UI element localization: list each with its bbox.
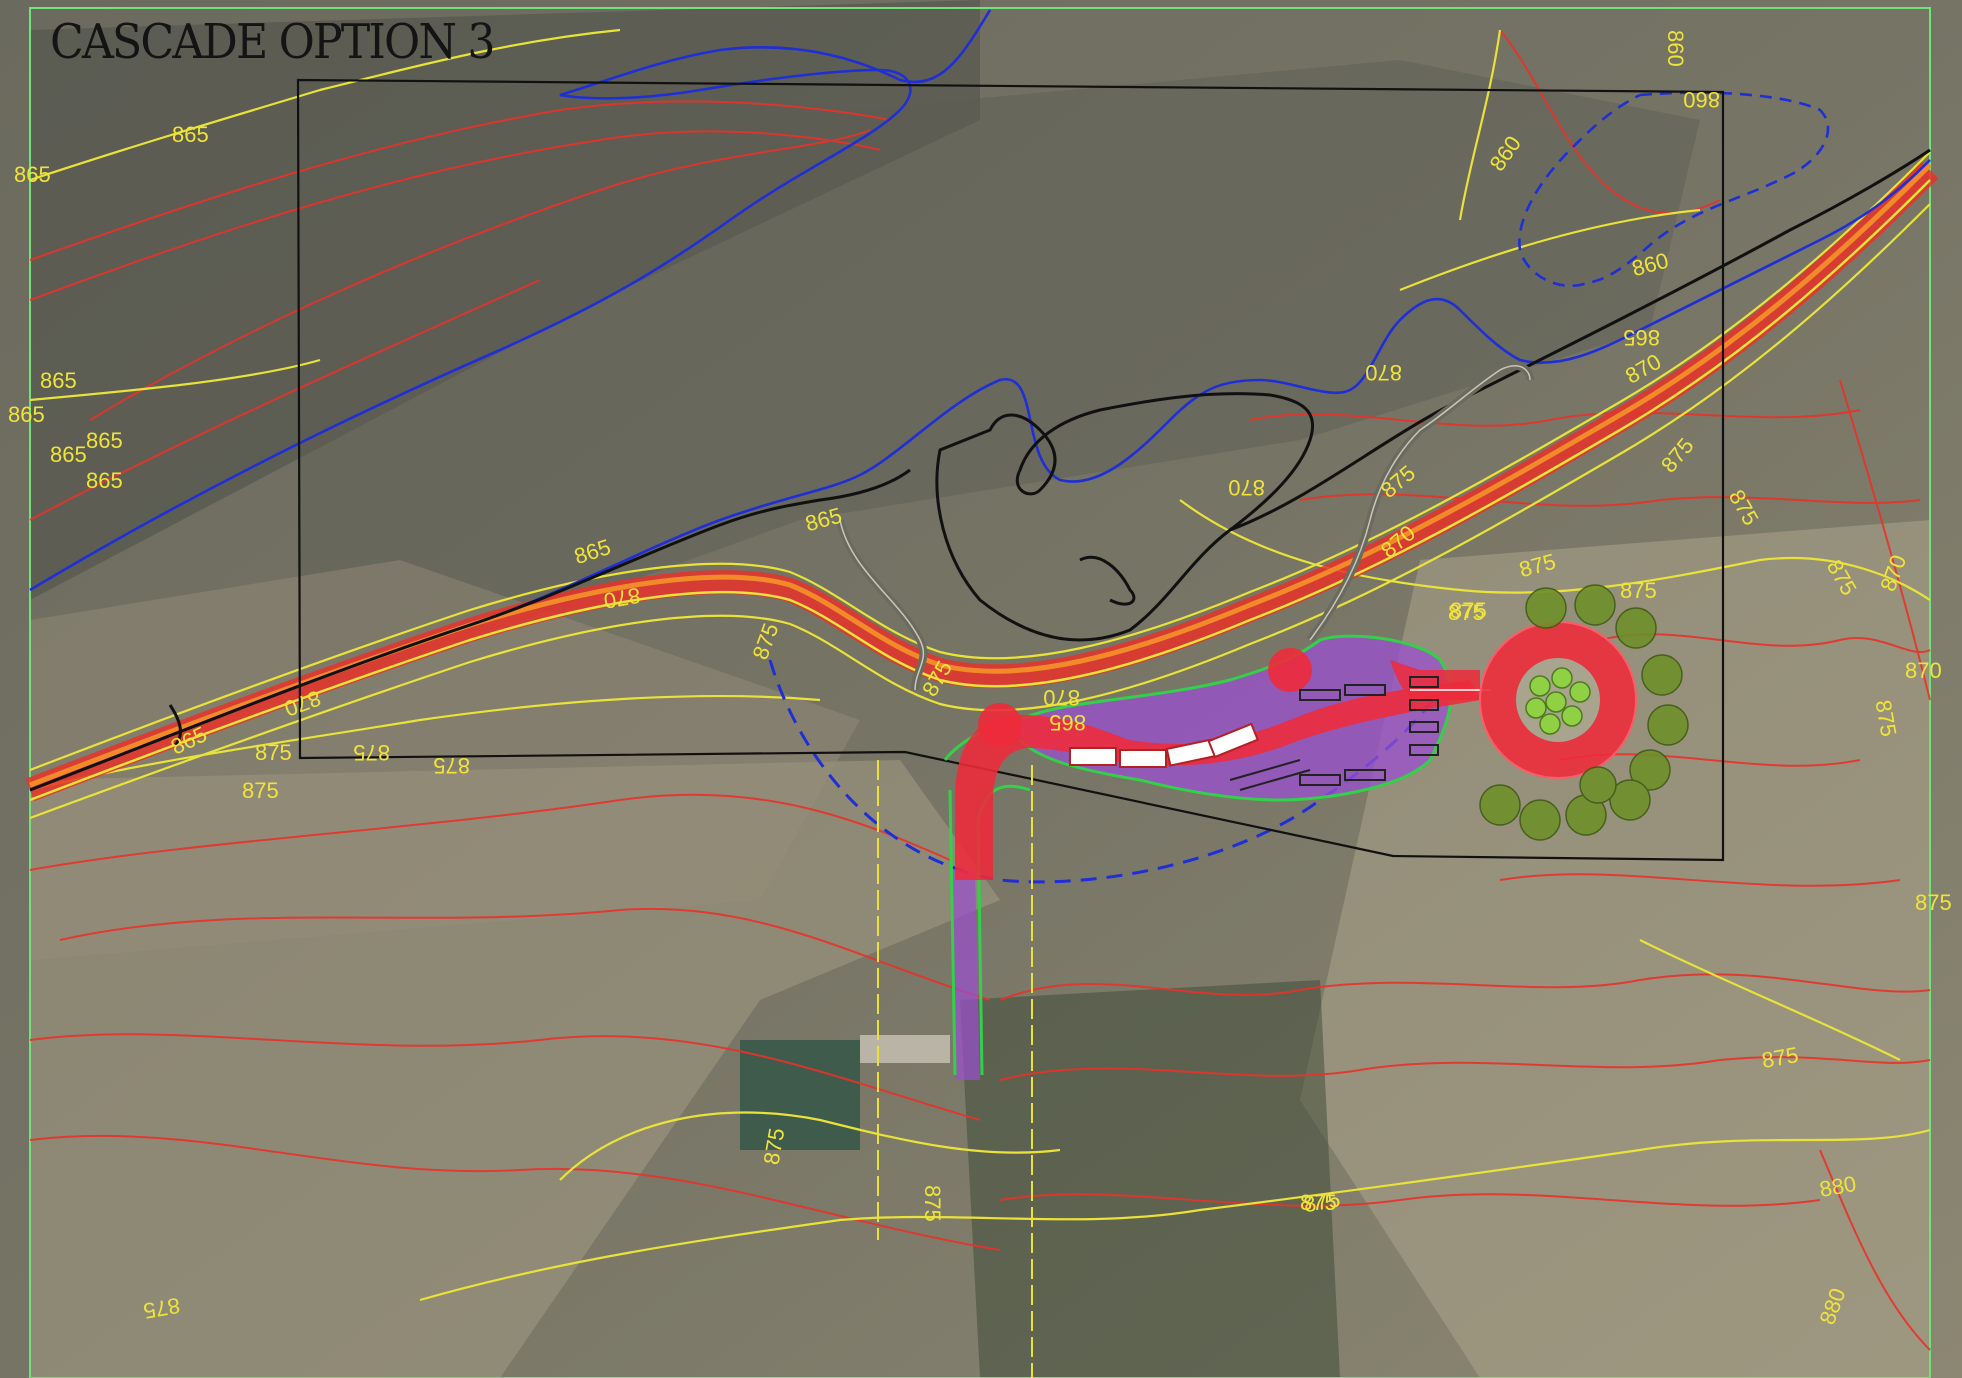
contour-label: 865 bbox=[50, 442, 87, 467]
trees-inner bbox=[1525, 667, 1591, 735]
house-roof bbox=[740, 1040, 860, 1150]
contour-label: 875 bbox=[433, 753, 470, 778]
contour-label: 865 bbox=[1049, 710, 1086, 735]
floodplain-lines bbox=[29, 9, 1931, 884]
major-contour-lines bbox=[29, 28, 1931, 1302]
contour-label: 875 bbox=[1448, 600, 1485, 625]
contour-label: 865 bbox=[86, 428, 123, 453]
contour-label: 865 bbox=[172, 122, 209, 147]
map-border bbox=[29, 7, 1931, 1378]
buildings bbox=[1069, 722, 1259, 768]
contour-label: 875 bbox=[255, 740, 292, 765]
contour-label: 875 bbox=[242, 778, 279, 803]
contour-label: 865 bbox=[1623, 325, 1660, 350]
contour-label: 865 bbox=[8, 402, 45, 427]
contour-label: 870 bbox=[1228, 475, 1265, 500]
contour-label: 875 bbox=[1450, 598, 1487, 623]
contour-label: 865 bbox=[14, 162, 51, 187]
contour-label: 875 bbox=[1620, 578, 1657, 603]
map-title: CASCADE OPTION 3 bbox=[50, 14, 495, 70]
access-drive bbox=[955, 648, 1490, 880]
contour-label: 860 bbox=[1663, 30, 1688, 67]
contour-label: 870 bbox=[1905, 658, 1942, 683]
parking-stalls bbox=[1229, 676, 1439, 791]
contour-label: 870 bbox=[1365, 360, 1402, 385]
contour-label: 865 bbox=[86, 468, 123, 493]
contour-label: 860 bbox=[1683, 87, 1720, 112]
property-boundary bbox=[296, 78, 1725, 862]
contour-label: 875 bbox=[920, 1185, 945, 1222]
black-contour bbox=[29, 148, 1931, 792]
contour-label: 875 bbox=[1300, 1190, 1337, 1215]
contour-label: 875 bbox=[1915, 890, 1952, 915]
contour-label: 865 bbox=[40, 368, 77, 393]
contour-label: 870 bbox=[1043, 685, 1080, 710]
trees-ring bbox=[1479, 584, 1689, 841]
right-of-way-lines bbox=[877, 760, 1033, 1378]
contour-label: 875 bbox=[353, 740, 390, 765]
